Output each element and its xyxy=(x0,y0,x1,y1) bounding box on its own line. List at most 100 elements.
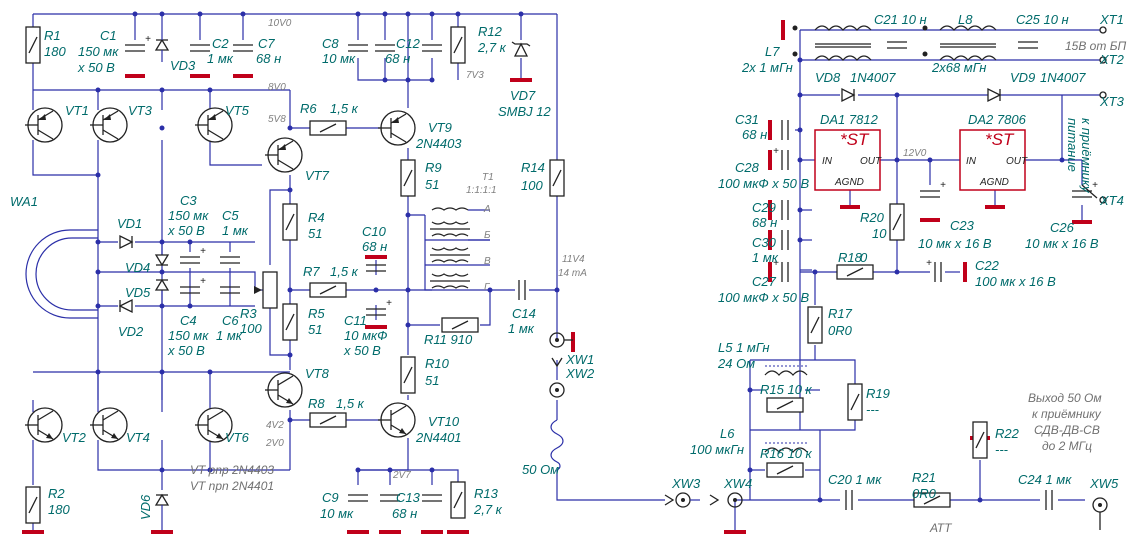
coax-connector-xw1 xyxy=(549,332,573,348)
resistor-r18 xyxy=(836,264,874,280)
label-capacitors-c6-0: C6 xyxy=(222,313,239,328)
diode-vd6 xyxy=(154,493,170,530)
label-semis-vd9-1: 1N4007 xyxy=(1040,70,1086,85)
transistor-vt7 xyxy=(265,137,303,173)
label-capacitors-c22-0: C22 xyxy=(975,258,1000,273)
resistor-r9 xyxy=(400,159,416,197)
label-semis-da1-0: DA1 7812 xyxy=(820,112,879,127)
capacitor-c9 xyxy=(380,494,400,502)
capacitor-c21 xyxy=(887,41,907,49)
tvs-diode-vd7 xyxy=(511,41,531,57)
capacitor-c10 xyxy=(366,264,386,272)
grounds-right xyxy=(571,20,1092,534)
inductor-l7 xyxy=(792,25,872,61)
label-connectors-xw4: XW4 xyxy=(723,476,752,491)
label-capacitors-c10-0: C10 xyxy=(362,224,387,239)
label-capacitors-c3-0: C3 xyxy=(180,193,197,208)
label-semis-vd8-0: VD8 xyxy=(815,70,841,85)
label-semis-vt9-1: 2N4403 xyxy=(415,136,462,151)
transistor-vt5 xyxy=(195,107,233,143)
label-output_note-1: к приёмнику xyxy=(1032,407,1102,421)
label-resistors-r20-0: R20 xyxy=(860,210,885,225)
label-semis-da2-0: DA2 7806 xyxy=(968,112,1027,127)
svg-text:+: + xyxy=(386,298,392,309)
label-resistors-r21-1: 0R0 xyxy=(912,486,937,501)
label-capacitors-c30-0: C30 xyxy=(752,235,777,250)
label-resistors-r12-1: 2,7 к xyxy=(477,40,507,55)
capacitor-c9b xyxy=(348,494,368,502)
label-capacitors-c31-0: C31 xyxy=(735,112,759,127)
label-semis-pin_in: IN xyxy=(822,156,833,167)
resistor-r10 xyxy=(400,356,416,394)
resistor-r17 xyxy=(807,306,823,344)
label-capacitors-c6-1: 1 мк xyxy=(216,328,243,343)
label-resistors-r15-0: R15 10 к xyxy=(760,382,813,397)
resistor-r20 xyxy=(889,203,905,241)
coax-connector-xw3 xyxy=(664,492,700,508)
label-transformer-windings-3: Г xyxy=(484,282,491,293)
label-capacitors-c2-0: C2 xyxy=(212,36,229,51)
label-resistors-r14-1: 100 xyxy=(521,178,543,193)
label-inductors-l7-0: L7 xyxy=(765,44,780,59)
label-resistors-r19-1: --- xyxy=(866,402,880,417)
label-rails-v2: 2V0 xyxy=(265,438,284,449)
label-capacitors-c4-0: C4 xyxy=(180,313,197,328)
label-rails-v12: 12V0 xyxy=(903,148,927,159)
label-transformer-windings-2: В xyxy=(484,256,491,267)
transistor-vt10 xyxy=(378,402,416,438)
label-resistors-r14-0: R14 xyxy=(521,160,545,175)
diode-vd3 xyxy=(154,28,170,62)
label-capacitors-c14-1: 1 мк xyxy=(508,321,535,336)
label-semis-vd3: VD3 xyxy=(170,58,196,73)
label-resistors-r1-1: 180 xyxy=(44,44,66,59)
label-semis-pin_out: OUT xyxy=(1006,156,1028,167)
resistor-r8 xyxy=(309,412,347,428)
resistor-group-right xyxy=(766,203,988,508)
label-connectors-xt4: XT4 xyxy=(1099,193,1124,208)
capacitor-c6 xyxy=(220,286,240,294)
inductor-l8 xyxy=(922,25,997,61)
label-inductors-l6-0: L6 xyxy=(720,426,735,441)
label-resistors-r6-0: R6 xyxy=(300,101,317,116)
label-capacitors-c29-0: C29 xyxy=(752,200,776,215)
label-transformer-ratio: 1:1:1:1 xyxy=(466,185,497,196)
junctions-right xyxy=(747,57,1065,503)
transistor-vt4 xyxy=(90,407,128,443)
label-resistors-r3-1: 100 xyxy=(240,321,262,336)
resistor-r12 xyxy=(450,26,466,64)
label-semis-vd1: VD1 xyxy=(117,216,142,231)
label-capacitors-c27-1: 100 мкФ x 50 В xyxy=(718,290,809,305)
svg-text:+: + xyxy=(200,276,206,287)
label-resistors-r7-1: 1,5 к xyxy=(330,264,359,279)
label-inductors-l8-0: L8 xyxy=(958,12,973,27)
label-semis-vd7-0: VD7 xyxy=(510,88,536,103)
label-resistors-r19-0: R19 xyxy=(866,386,890,401)
diode-vd9 xyxy=(987,87,1002,103)
label-semis-vt5: VT5 xyxy=(225,103,250,118)
label-rails-v7_3: 7V3 xyxy=(466,70,484,81)
capacitor-c22: + xyxy=(926,258,942,282)
label-cable: 50 Ом xyxy=(522,462,559,477)
label-connectors-xt3: XT3 xyxy=(1099,94,1125,109)
label-connectors-xw3: XW3 xyxy=(671,476,701,491)
label-rails-v8: 8V0 xyxy=(268,82,286,93)
label-capacitors-c31-1: 68 н xyxy=(742,127,767,142)
label-connectors-xt1: XT1 xyxy=(1099,12,1124,27)
label-capacitors-c2-1: 1 мк xyxy=(207,51,234,66)
label-semis-vd9-0: VD9 xyxy=(1010,70,1035,85)
capacitor-c2 xyxy=(190,44,210,52)
capacitor-c12b xyxy=(422,44,442,52)
label-semis-vt3: VT3 xyxy=(128,103,153,118)
label-rails-v5_8: 5V8 xyxy=(268,114,286,125)
label-resistors-r17-1: 0R0 xyxy=(828,323,853,338)
label-capacitors-c3-1: 150 мк xyxy=(168,208,209,223)
resistor-r15 xyxy=(766,397,804,413)
transistor-vt6 xyxy=(195,407,233,443)
label-capacitors-c7-1: 68 н xyxy=(256,51,281,66)
resistor-group xyxy=(25,26,565,524)
resistor-r13 xyxy=(450,481,466,519)
transformer-t1 xyxy=(424,207,490,291)
label-capacitors-c25-0: C25 10 н xyxy=(1016,12,1069,27)
label-capacitors-c10-1: 68 н xyxy=(362,239,387,254)
